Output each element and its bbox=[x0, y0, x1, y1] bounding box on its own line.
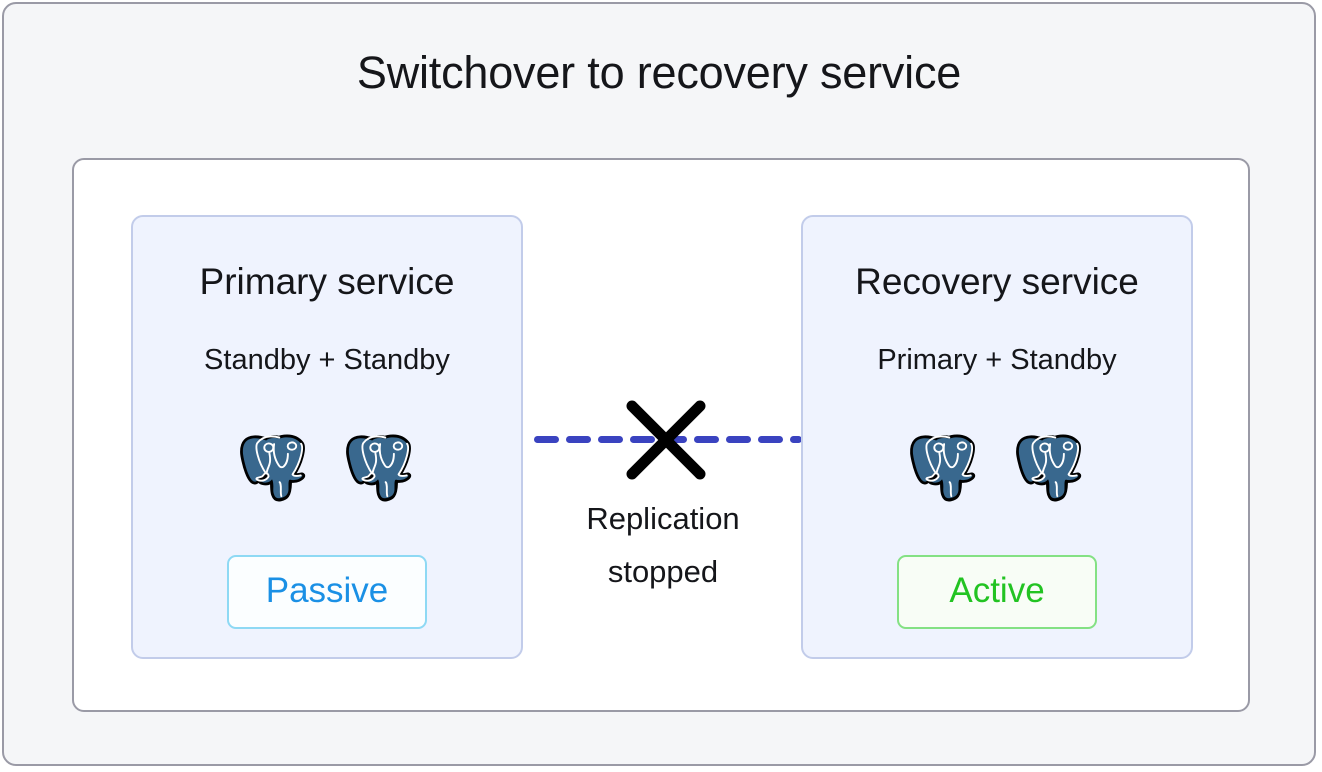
primary-service-subheading: Standby + Standby bbox=[204, 344, 450, 376]
replication-caption-line-1: Replication bbox=[586, 501, 740, 536]
primary-service-panel[interactable]: Primary service Standby + Standby bbox=[131, 215, 523, 659]
recovery-node-row bbox=[803, 430, 1191, 504]
status-badge-active[interactable]: Active bbox=[897, 555, 1097, 630]
postgresql-elephant-icon bbox=[1016, 434, 1082, 502]
postgresql-elephant-icon bbox=[910, 434, 976, 502]
recovery-service-panel[interactable]: Recovery service Primary + Standby bbox=[801, 215, 1193, 659]
replication-caption-line-2: stopped bbox=[607, 554, 719, 590]
replication-link-area: Replication stopped bbox=[523, 215, 803, 659]
postgresql-elephant-icon bbox=[240, 434, 306, 502]
primary-node-row bbox=[133, 430, 521, 504]
page-title: Switchover to recovery service bbox=[356, 47, 962, 98]
recovery-service-heading: Recovery service bbox=[855, 261, 1139, 302]
primary-service-heading: Primary service bbox=[199, 261, 455, 302]
replication-status-caption: Replication stopped bbox=[523, 492, 803, 599]
postgresql-elephant-icon bbox=[346, 434, 412, 502]
status-badge-passive[interactable]: Passive bbox=[227, 555, 427, 630]
recovery-service-subheading: Primary + Standby bbox=[877, 344, 1117, 376]
diagram-canvas: Primary service Standby + Standby bbox=[72, 158, 1250, 712]
x-cross-icon bbox=[626, 400, 706, 480]
